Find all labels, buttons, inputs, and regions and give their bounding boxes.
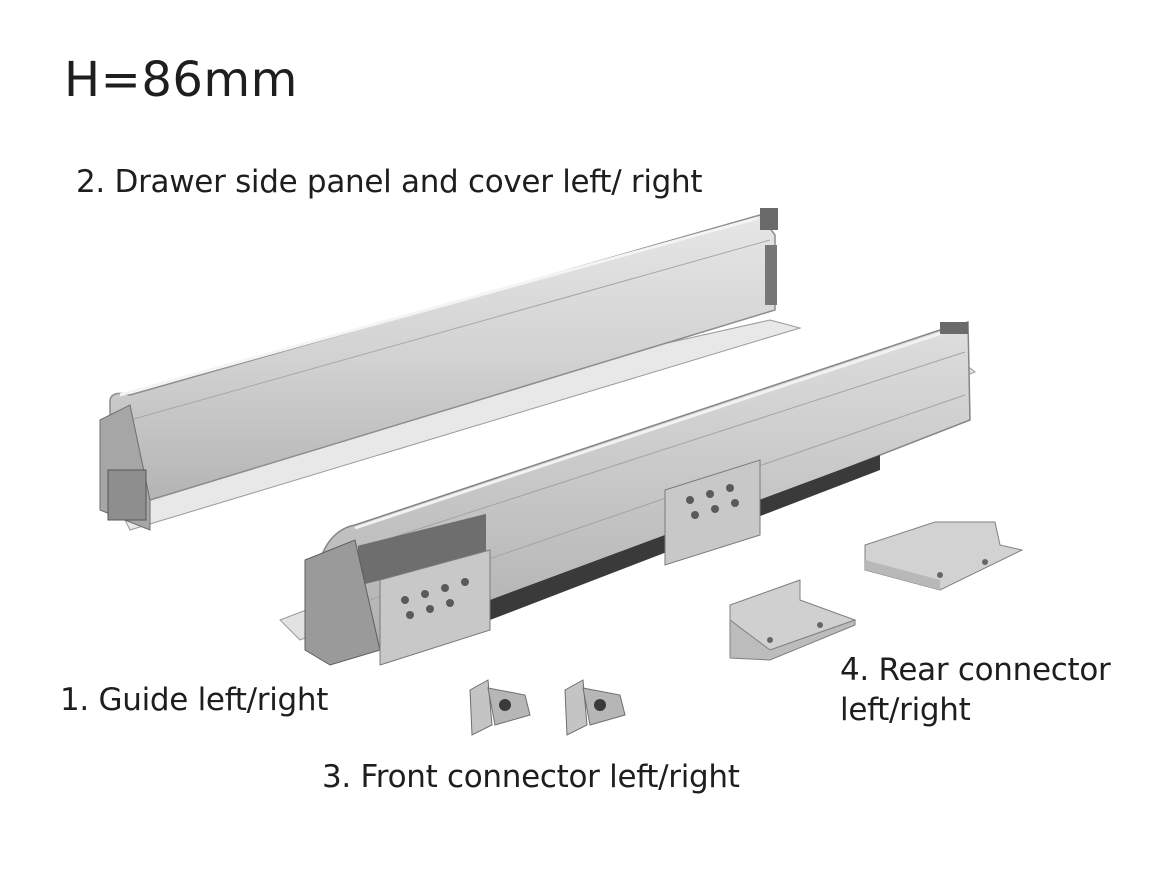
- height-title: H=86mm: [64, 52, 298, 108]
- front-connector-image: [469, 679, 626, 736]
- side-panel-label: 2. Drawer side panel and cover left/ rig…: [76, 164, 703, 200]
- rear-connector-label-line1: 4. Rear connector: [840, 652, 1111, 688]
- rear-connector-image: [729, 521, 1024, 661]
- front-connector-label: 3. Front connector left/right: [322, 759, 740, 795]
- rear-connector-label: 4. Rear connector left/right: [840, 650, 1111, 730]
- guide-image: [279, 321, 976, 666]
- rear-connector-label-line2: left/right: [840, 692, 971, 728]
- drawer-side-panel-image: [99, 208, 802, 531]
- guide-label: 1. Guide left/right: [60, 682, 329, 718]
